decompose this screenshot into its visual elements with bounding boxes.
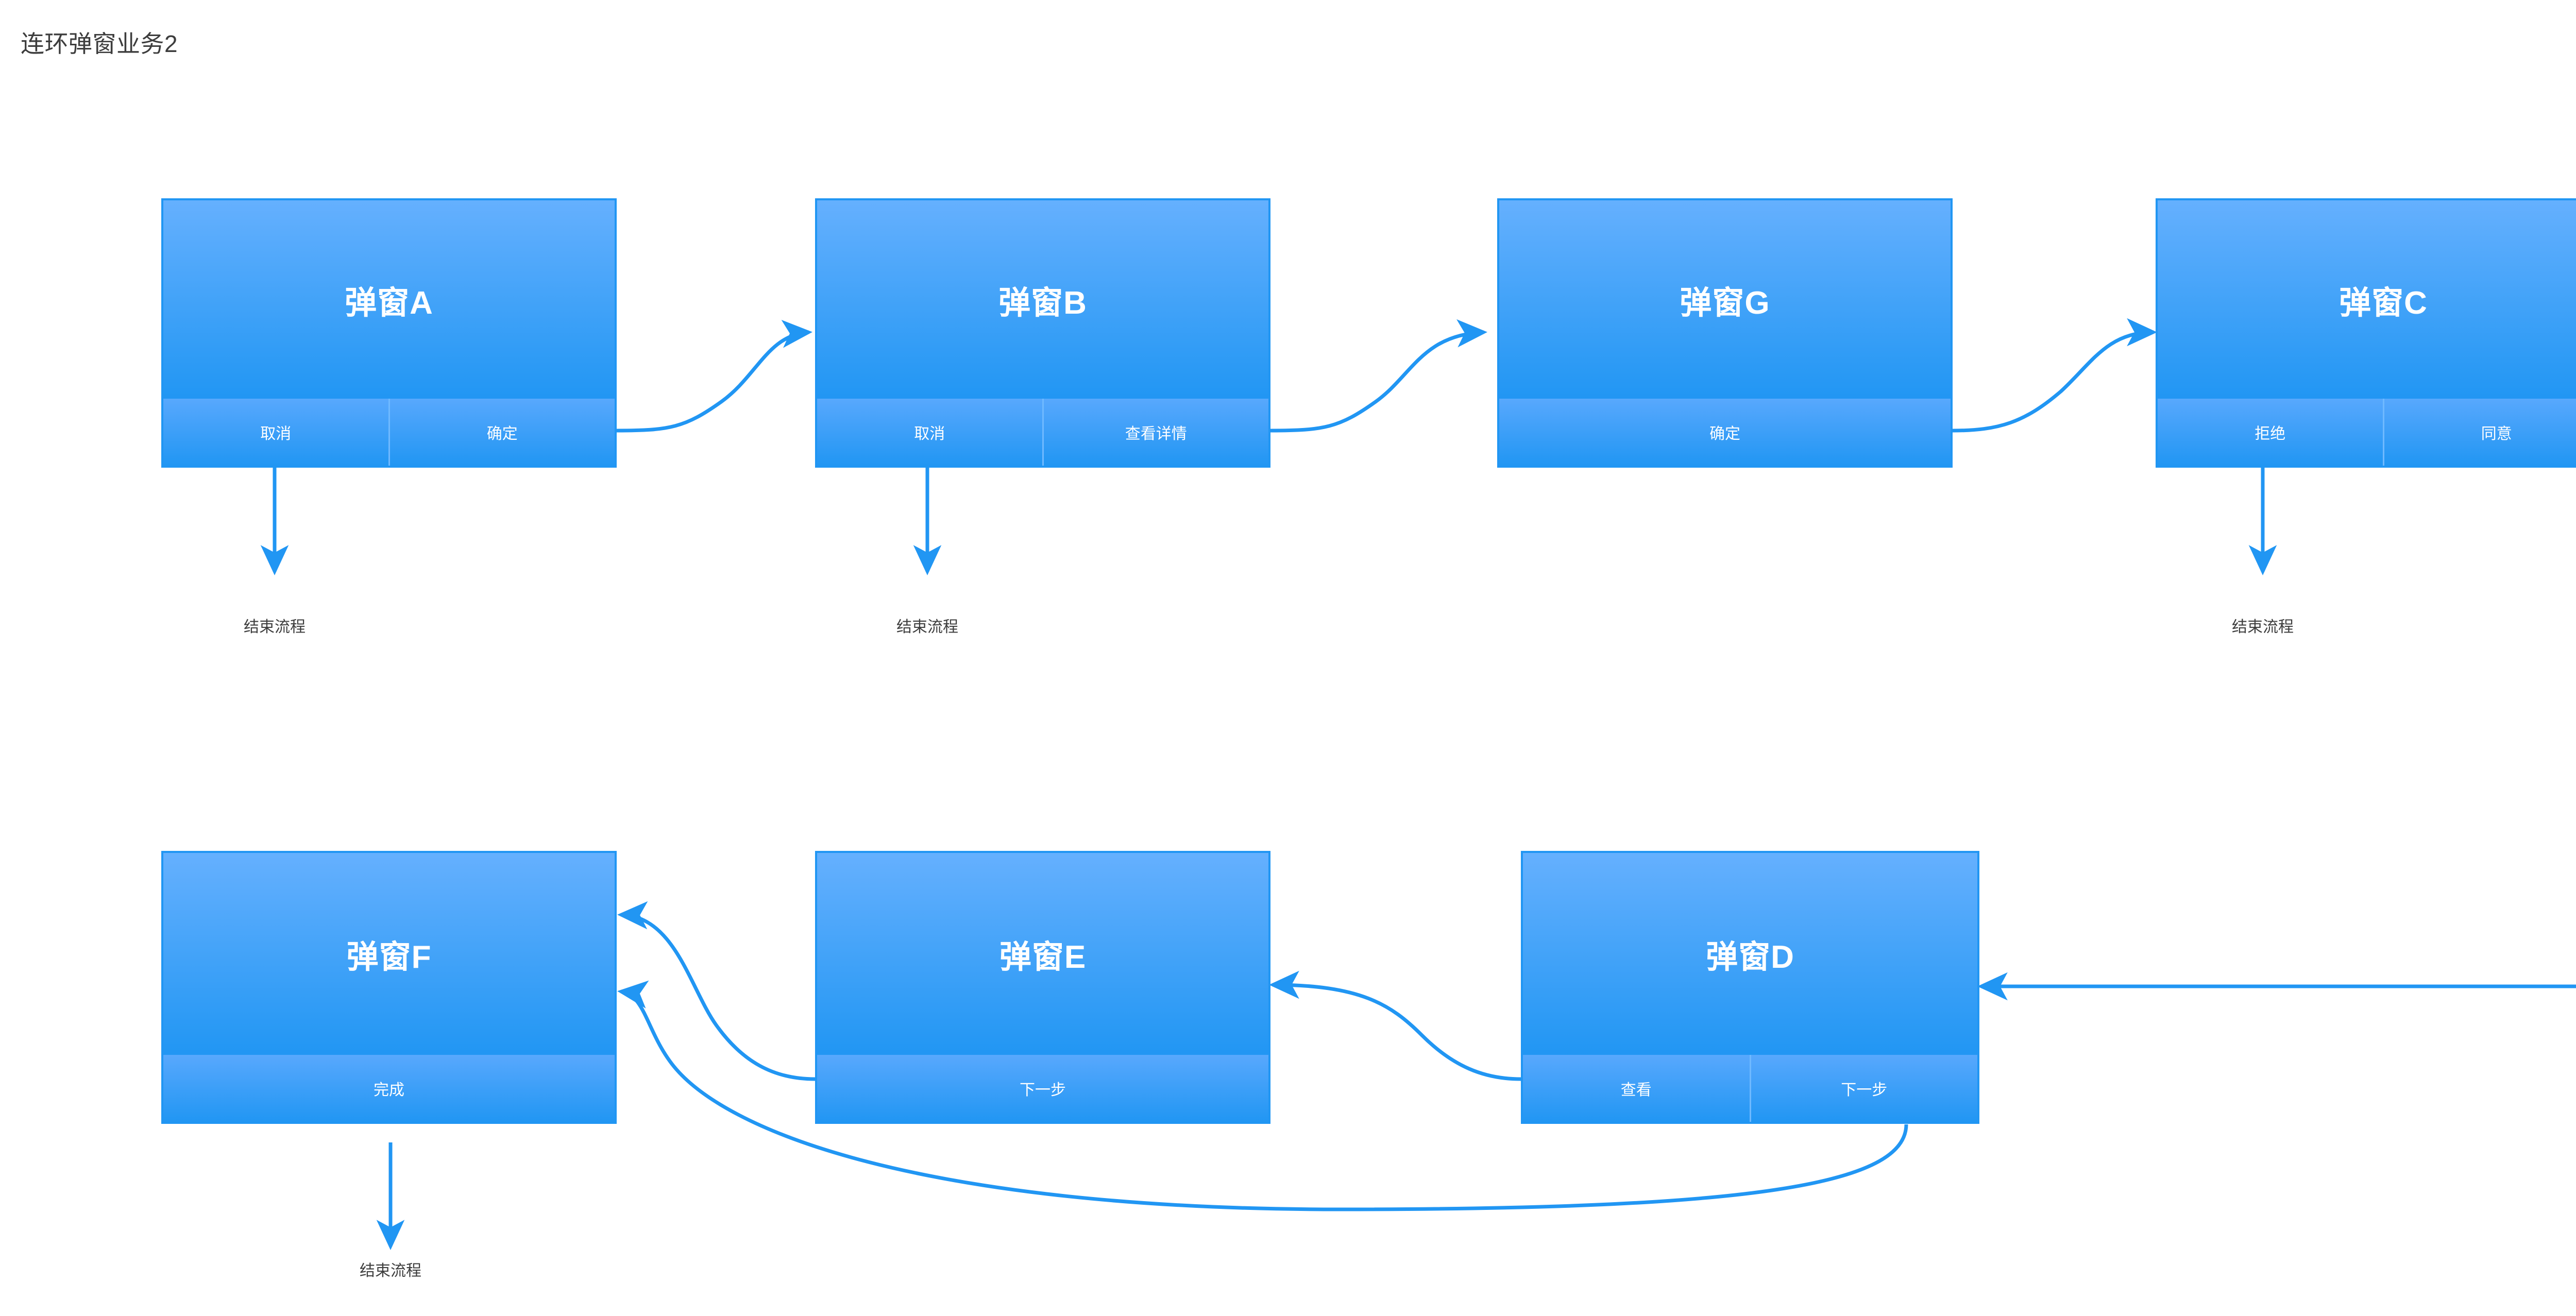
node-c-body: 弹窗C	[2158, 200, 2576, 399]
node-b-body: 弹窗B	[817, 200, 1268, 399]
node-dialog-g[interactable]: 弹窗G 确定	[1497, 198, 1953, 468]
node-g-button-confirm[interactable]: 确定	[1709, 425, 1740, 442]
edge-a-confirm-to-b	[616, 320, 812, 433]
end-label-from-b: 结束流程	[896, 619, 958, 636]
node-f-title: 弹窗F	[346, 939, 432, 975]
node-dialog-c[interactable]: 弹窗C 拒绝 同意	[2156, 198, 2576, 468]
node-a-button-cancel[interactable]: 取消	[260, 425, 292, 442]
node-c-button-agree[interactable]: 同意	[2382, 399, 2576, 466]
node-b-button-view-detail[interactable]: 查看详情	[1042, 399, 1269, 466]
node-a-button-confirm[interactable]: 确定	[388, 399, 615, 466]
node-g-footer: 确定	[1499, 399, 1951, 466]
node-a-title: 弹窗A	[345, 285, 433, 321]
end-label-from-a: 结束流程	[244, 619, 306, 636]
node-d-button-view[interactable]: 查看	[1620, 1082, 1652, 1099]
node-d-title: 弹窗D	[1706, 939, 1794, 975]
node-dialog-b[interactable]: 弹窗B 取消 查看详情	[815, 198, 1270, 468]
node-e-title: 弹窗E	[999, 939, 1087, 975]
node-a-body: 弹窗A	[163, 200, 615, 399]
node-b-footer: 取消 查看详情	[817, 399, 1268, 466]
node-a-footer: 取消 确定	[163, 399, 615, 466]
node-d-body: 弹窗D	[1523, 853, 1977, 1055]
node-e-footer: 下一步	[817, 1055, 1268, 1122]
node-dialog-e[interactable]: 弹窗E 下一步	[815, 851, 1270, 1124]
node-dialog-f[interactable]: 弹窗F 完成	[161, 851, 617, 1124]
node-b-button-cancel[interactable]: 取消	[914, 425, 945, 442]
edge-e-next-to-f	[617, 901, 816, 1081]
node-b-title: 弹窗B	[998, 285, 1087, 321]
node-f-footer: 完成	[163, 1055, 615, 1122]
node-f-button-done[interactable]: 完成	[374, 1082, 404, 1099]
edge-g-confirm-to-c	[1952, 318, 2157, 433]
node-c-button-reject[interactable]: 拒绝	[2255, 425, 2286, 442]
edge-b-detail-to-g	[1270, 319, 1487, 433]
node-g-body: 弹窗G	[1499, 200, 1951, 399]
node-e-button-next[interactable]: 下一步	[1020, 1082, 1066, 1099]
page-title: 连环弹窗业务2	[21, 30, 178, 57]
node-dialog-d[interactable]: 弹窗D 查看 下一步	[1521, 851, 1979, 1124]
node-g-title: 弹窗G	[1680, 285, 1770, 321]
end-label-from-c: 结束流程	[2232, 619, 2294, 636]
node-d-button-next[interactable]: 下一步	[1749, 1055, 1978, 1122]
node-e-body: 弹窗E	[817, 853, 1268, 1055]
node-c-title: 弹窗C	[2339, 285, 2428, 321]
end-label-from-f: 结束流程	[360, 1262, 421, 1279]
node-c-footer: 拒绝 同意	[2158, 399, 2576, 466]
edge-c-agree-to-d	[1977, 972, 2576, 1001]
node-d-footer: 查看 下一步	[1523, 1055, 1977, 1122]
node-dialog-a[interactable]: 弹窗A 取消 确定	[161, 198, 617, 468]
edge-d-view-to-e	[1269, 970, 1521, 1081]
node-f-body: 弹窗F	[163, 853, 615, 1055]
